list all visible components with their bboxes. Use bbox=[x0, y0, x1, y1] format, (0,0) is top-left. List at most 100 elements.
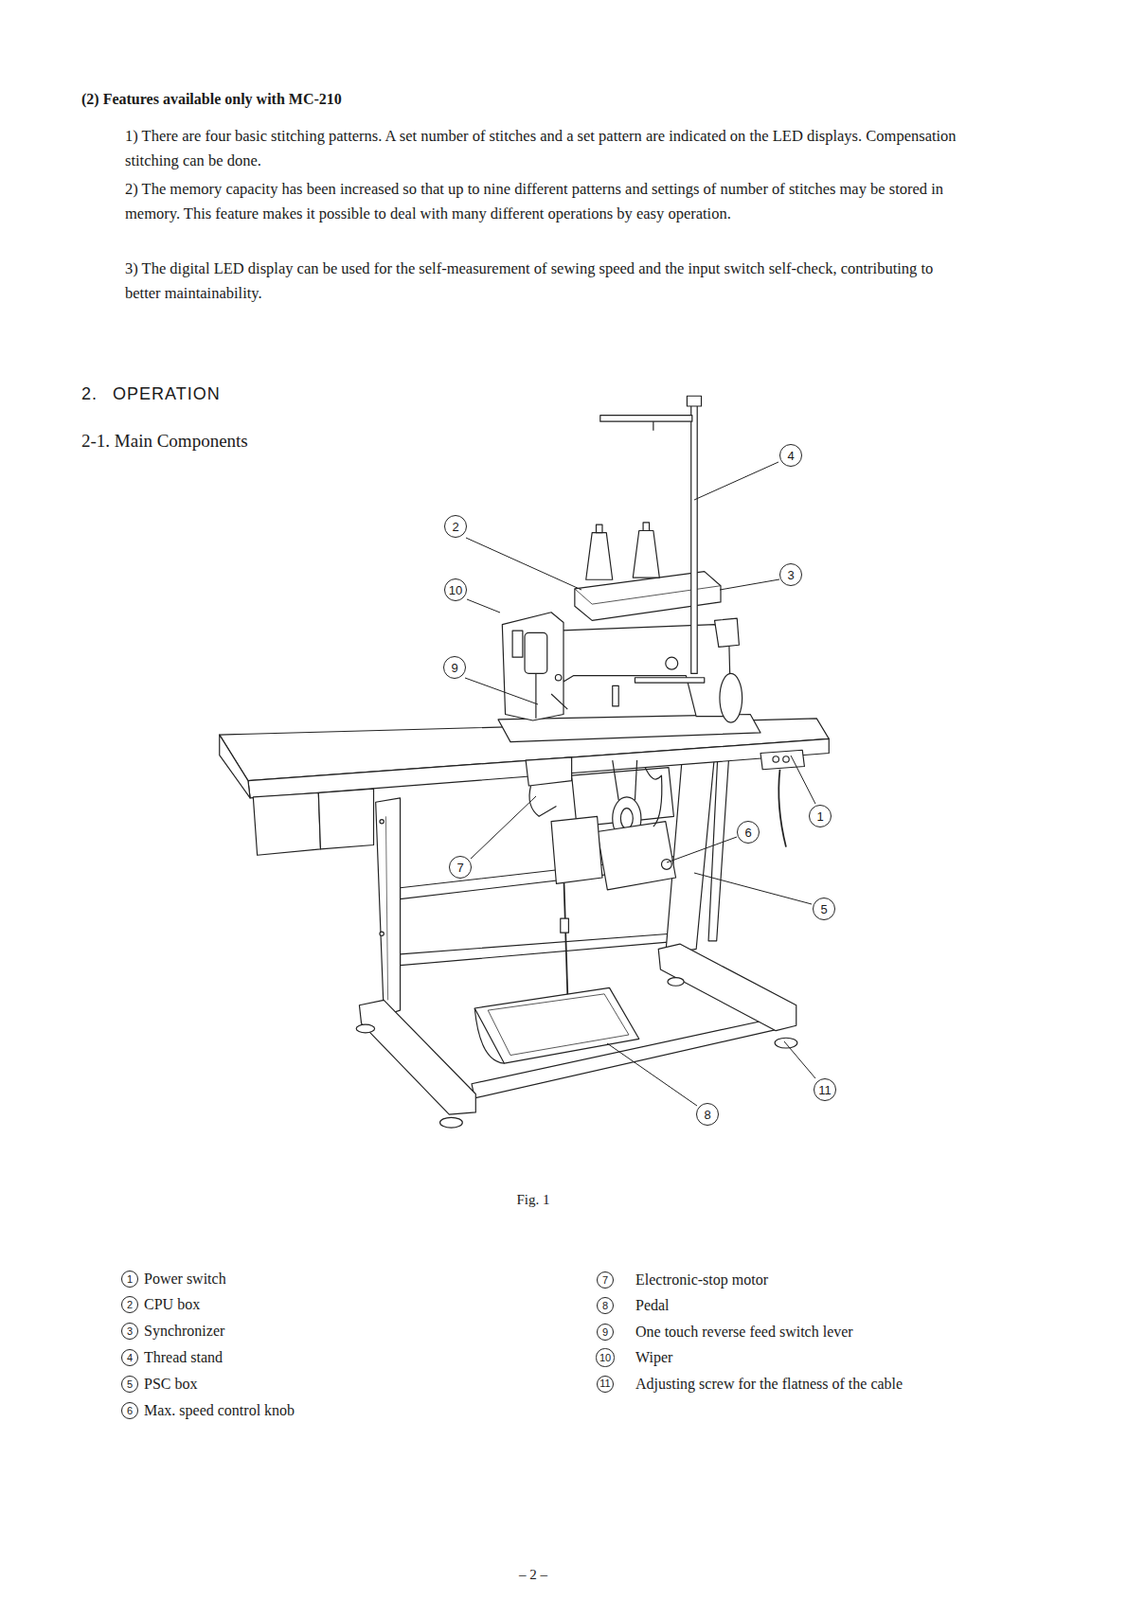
callout-text: 2 bbox=[451, 520, 459, 534]
thread-stand-cap bbox=[686, 395, 701, 407]
callout-text: 9 bbox=[450, 661, 458, 675]
callout-number: 8 bbox=[696, 1103, 719, 1127]
callout-text: 10 bbox=[448, 584, 463, 597]
list-number: 2 bbox=[121, 1296, 139, 1314]
arm-slot bbox=[634, 678, 704, 683]
face-cover bbox=[524, 632, 548, 674]
callout-number: 10 bbox=[444, 578, 467, 602]
motor-mount bbox=[525, 757, 573, 787]
cpu-box-edge bbox=[591, 586, 721, 605]
machine-arm bbox=[555, 625, 731, 717]
table-side bbox=[219, 734, 251, 799]
rod-clip bbox=[560, 918, 570, 933]
page-number: – 2 – bbox=[485, 1564, 581, 1586]
table-leg bbox=[375, 798, 401, 1017]
leader-line bbox=[465, 678, 538, 705]
leader-line bbox=[465, 537, 582, 591]
thread-spool bbox=[632, 531, 660, 579]
callout-text: 11 bbox=[818, 1084, 832, 1097]
pedal bbox=[474, 987, 640, 1064]
foot bbox=[667, 978, 684, 987]
reverse-lever bbox=[551, 694, 568, 710]
belt bbox=[612, 760, 619, 801]
power-switch-box bbox=[760, 750, 805, 770]
thread-stand-pole bbox=[691, 400, 698, 675]
foot bbox=[356, 1024, 375, 1034]
list-item: 2) The memory capacity has been increase… bbox=[125, 177, 959, 227]
callout-number: 2 bbox=[444, 515, 467, 538]
callout-text: 5 bbox=[820, 903, 827, 916]
switch-mark bbox=[783, 756, 789, 763]
list-item: 3) The digital LED display can be used f… bbox=[125, 256, 959, 306]
part-name: Wiper bbox=[635, 1347, 1110, 1369]
screw bbox=[554, 674, 561, 680]
foot-bar bbox=[358, 1000, 476, 1115]
part-name: Adjusting screw for the flatness of the … bbox=[635, 1374, 1110, 1396]
table-leg bbox=[665, 755, 716, 955]
list-number: 3 bbox=[121, 1323, 139, 1341]
leg-edge bbox=[385, 816, 388, 1001]
part-name: PSC box bbox=[143, 1374, 523, 1396]
part-name: Pedal bbox=[635, 1295, 1110, 1317]
callout-text: 5 bbox=[126, 1379, 133, 1391]
screw bbox=[379, 931, 384, 936]
callout-number: 7 bbox=[448, 856, 472, 879]
pedal-face bbox=[487, 994, 629, 1056]
clutch-housing bbox=[551, 816, 603, 884]
list-number: 4 bbox=[121, 1349, 139, 1367]
callout-text: 9 bbox=[602, 1327, 609, 1339]
callout-text: 1 bbox=[816, 810, 823, 823]
spool-top bbox=[643, 522, 649, 532]
section-heading: 2-1. Main Components bbox=[81, 429, 461, 453]
thread-guide bbox=[652, 421, 654, 431]
list-number: 10 bbox=[595, 1348, 614, 1367]
part-name: Max. speed control knob bbox=[143, 1400, 523, 1422]
callout-text: 8 bbox=[602, 1301, 609, 1312]
list-number: 9 bbox=[596, 1323, 614, 1342]
thread-stand-arm bbox=[600, 415, 693, 422]
list-number: 7 bbox=[596, 1271, 614, 1289]
motor-lever bbox=[529, 786, 556, 817]
part-name: Synchronizer bbox=[143, 1321, 523, 1342]
spool-pin bbox=[612, 685, 619, 707]
part-name: Thread stand bbox=[143, 1347, 523, 1369]
table-front bbox=[248, 738, 829, 799]
motor-cable bbox=[644, 768, 662, 828]
leader-line bbox=[719, 579, 780, 591]
leader-line bbox=[694, 462, 779, 501]
callout-number: 6 bbox=[736, 821, 760, 844]
section-heading: (2) Features available only with MC-210 bbox=[81, 88, 934, 111]
thread-spool bbox=[586, 533, 613, 581]
callout-text: 3 bbox=[787, 569, 794, 582]
synchronizer bbox=[715, 618, 740, 647]
leader-line bbox=[694, 873, 812, 905]
psc-box bbox=[597, 822, 677, 891]
part-name: Power switch bbox=[143, 1269, 523, 1290]
list-number: 8 bbox=[596, 1297, 614, 1315]
callout-number: 1 bbox=[808, 805, 832, 828]
part-name: CPU box bbox=[143, 1294, 523, 1316]
callout-text: 3 bbox=[126, 1326, 133, 1338]
cpu-box-edge bbox=[574, 589, 592, 605]
list-number: 5 bbox=[121, 1376, 139, 1394]
callout-text: 6 bbox=[744, 826, 752, 840]
needle-bar bbox=[535, 673, 537, 718]
drawer-side bbox=[318, 788, 374, 850]
callout-number: 5 bbox=[812, 897, 836, 921]
power-cable bbox=[778, 769, 787, 848]
callout-text: 7 bbox=[602, 1275, 609, 1287]
callout-text: 2 bbox=[126, 1300, 133, 1311]
list-number: 11 bbox=[596, 1376, 614, 1394]
leader-line bbox=[470, 796, 537, 859]
pulley-hub bbox=[620, 808, 633, 830]
foot-bar bbox=[658, 944, 797, 1032]
foot bbox=[440, 1117, 464, 1128]
callout-text: 8 bbox=[703, 1109, 711, 1122]
leader-line bbox=[666, 837, 737, 863]
callout-text: 10 bbox=[599, 1353, 611, 1364]
screw bbox=[379, 820, 384, 824]
drawer bbox=[252, 793, 321, 857]
chapter-heading: 2. OPERATION bbox=[81, 382, 461, 406]
callout-text: 11 bbox=[599, 1378, 610, 1390]
handwheel bbox=[719, 673, 743, 723]
